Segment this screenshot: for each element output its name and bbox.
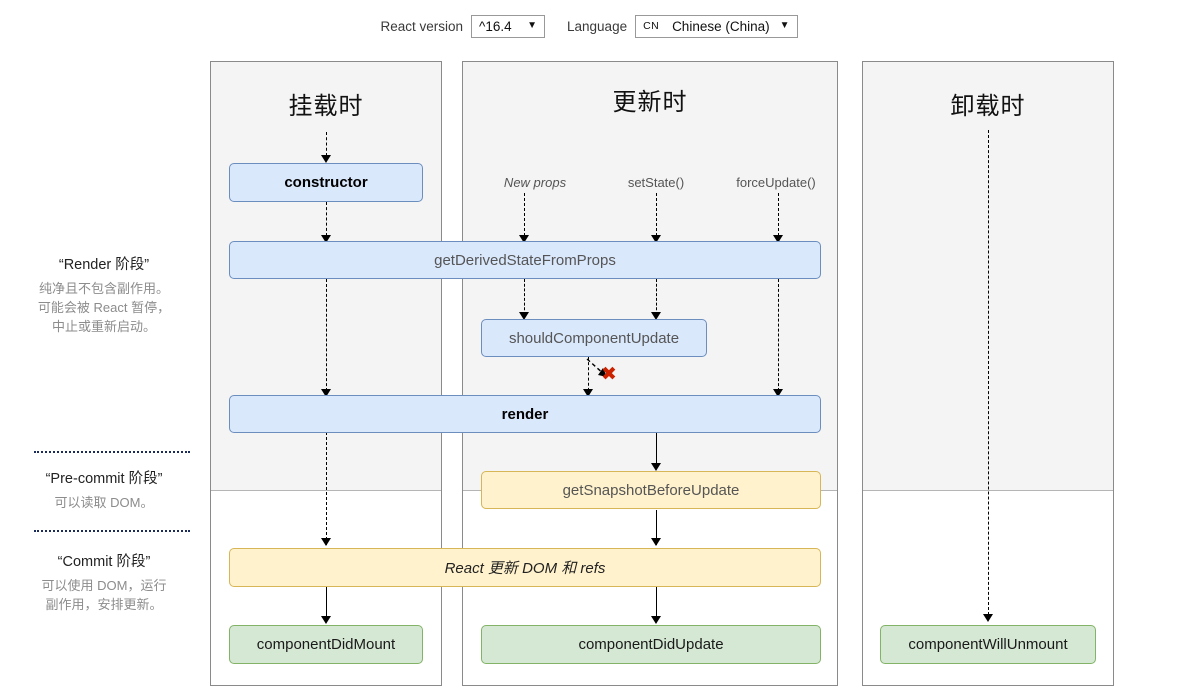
- arrowhead: [651, 616, 661, 624]
- arrowhead: [519, 312, 529, 320]
- connector-mount-entry: [326, 132, 327, 156]
- phase-desc-line: 可以读取 DOM。: [54, 495, 154, 510]
- connector-gdsfp-to-scu-left: [524, 279, 525, 315]
- mounting-column-title: 挂载时: [288, 93, 364, 120]
- arrowhead: [651, 235, 661, 243]
- connector-scu-to-render: [588, 357, 589, 396]
- arrowhead: [583, 389, 593, 397]
- phase-desc-line: 纯净且不包含副作用。: [38, 281, 169, 296]
- connector-gdsfp-to-render-mount: [326, 279, 327, 396]
- node-react-updates-dom-and-refs[interactable]: React 更新 DOM 和 refs: [229, 548, 821, 587]
- node-should-component-update[interactable]: shouldComponentUpdate: [481, 319, 707, 357]
- trigger-new-props: New props: [503, 175, 567, 190]
- arrowhead: [773, 235, 783, 243]
- connector-dom-update-to-did-mount: [326, 587, 327, 622]
- phase-note-pre-commit: “Pre-commit 阶段” 可以读取 DOM。: [0, 470, 208, 512]
- connector-force-update-to-gdsfp: [778, 193, 779, 236]
- language-select[interactable]: CN Chinese (China) ▼: [635, 14, 798, 38]
- updating-column-title: 更新时: [612, 89, 688, 116]
- connector-gdsfp-to-scu-right: [656, 279, 657, 315]
- trigger-force-update: forceUpdate(): [736, 175, 816, 190]
- toolbar: React version ^16.4 ▼ Language CN Chines…: [0, 0, 1178, 52]
- arrowhead: [983, 614, 993, 622]
- arrowhead: [321, 235, 331, 243]
- arrowhead: [519, 235, 529, 243]
- connector-constructor-to-gdsfp: [326, 202, 327, 236]
- arrowhead: [321, 538, 331, 546]
- unmounting-column-title: 卸载时: [950, 93, 1026, 120]
- react-version-control: React version ^16.4 ▼: [380, 14, 546, 38]
- phase-desc-line: 可能会被 React 暂停，: [37, 300, 171, 315]
- react-version-value: ^16.4: [479, 18, 512, 34]
- connector-render-to-dom-update-mount: [326, 432, 327, 545]
- updating-column-panel: 更新时: [462, 61, 838, 686]
- skip-render-x-icon: ✖: [601, 364, 617, 385]
- node-render[interactable]: render: [229, 395, 821, 433]
- connector-unmount-entry: [988, 130, 989, 620]
- phase-note-render: “Render 阶段” 纯净且不包含副作用。 可能会被 React 暂停， 中止…: [0, 256, 208, 336]
- react-version-label: React version: [380, 18, 464, 34]
- arrowhead: [651, 463, 661, 471]
- chevron-down-icon: ▼: [779, 20, 790, 31]
- phase-divider-bottom: [34, 530, 190, 532]
- node-component-did-mount[interactable]: componentDidMount: [229, 625, 423, 664]
- phase-divider-top: [34, 451, 190, 453]
- connector-force-update-bypass-to-render: [778, 279, 779, 396]
- chevron-down-icon: ▼: [527, 20, 538, 31]
- node-component-will-unmount[interactable]: componentWillUnmount: [880, 625, 1096, 664]
- language-value: Chinese (China): [672, 18, 770, 34]
- node-get-derived-state-from-props[interactable]: getDerivedStateFromProps: [229, 241, 821, 279]
- trigger-set-state: setState(): [627, 175, 685, 190]
- node-component-did-update[interactable]: componentDidUpdate: [481, 625, 821, 664]
- phase-desc-line: 可以使用 DOM，运行: [41, 578, 167, 593]
- language-label: Language: [567, 18, 628, 34]
- node-constructor[interactable]: constructor: [229, 163, 423, 202]
- connector-gsbu-to-dom-update: [656, 510, 657, 545]
- phase-title: “Render 阶段”: [58, 257, 150, 273]
- connector-set-state-to-gdsfp: [656, 193, 657, 236]
- phase-desc-line: 副作用，安排更新。: [45, 597, 163, 612]
- arrowhead: [651, 538, 661, 546]
- phase-title: “Commit 阶段”: [57, 554, 151, 570]
- phase-desc-line: 中止或重新启动。: [51, 319, 156, 334]
- language-control: Language CN Chinese (China) ▼: [567, 14, 798, 38]
- connector-new-props-to-gdsfp: [524, 193, 525, 236]
- react-version-select[interactable]: ^16.4 ▼: [471, 14, 546, 38]
- language-country-code: CN: [643, 20, 660, 32]
- node-get-snapshot-before-update[interactable]: getSnapshotBeforeUpdate: [481, 471, 821, 509]
- arrowhead: [321, 389, 331, 397]
- arrowhead: [321, 155, 331, 163]
- arrowhead: [773, 389, 783, 397]
- connector-dom-update-to-did-update: [656, 587, 657, 622]
- connector-render-to-gsbu: [656, 432, 657, 469]
- arrowhead: [321, 616, 331, 624]
- arrowhead: [651, 312, 661, 320]
- phase-title: “Pre-commit 阶段”: [45, 471, 163, 487]
- phase-note-commit: “Commit 阶段” 可以使用 DOM，运行 副作用，安排更新。: [0, 553, 208, 614]
